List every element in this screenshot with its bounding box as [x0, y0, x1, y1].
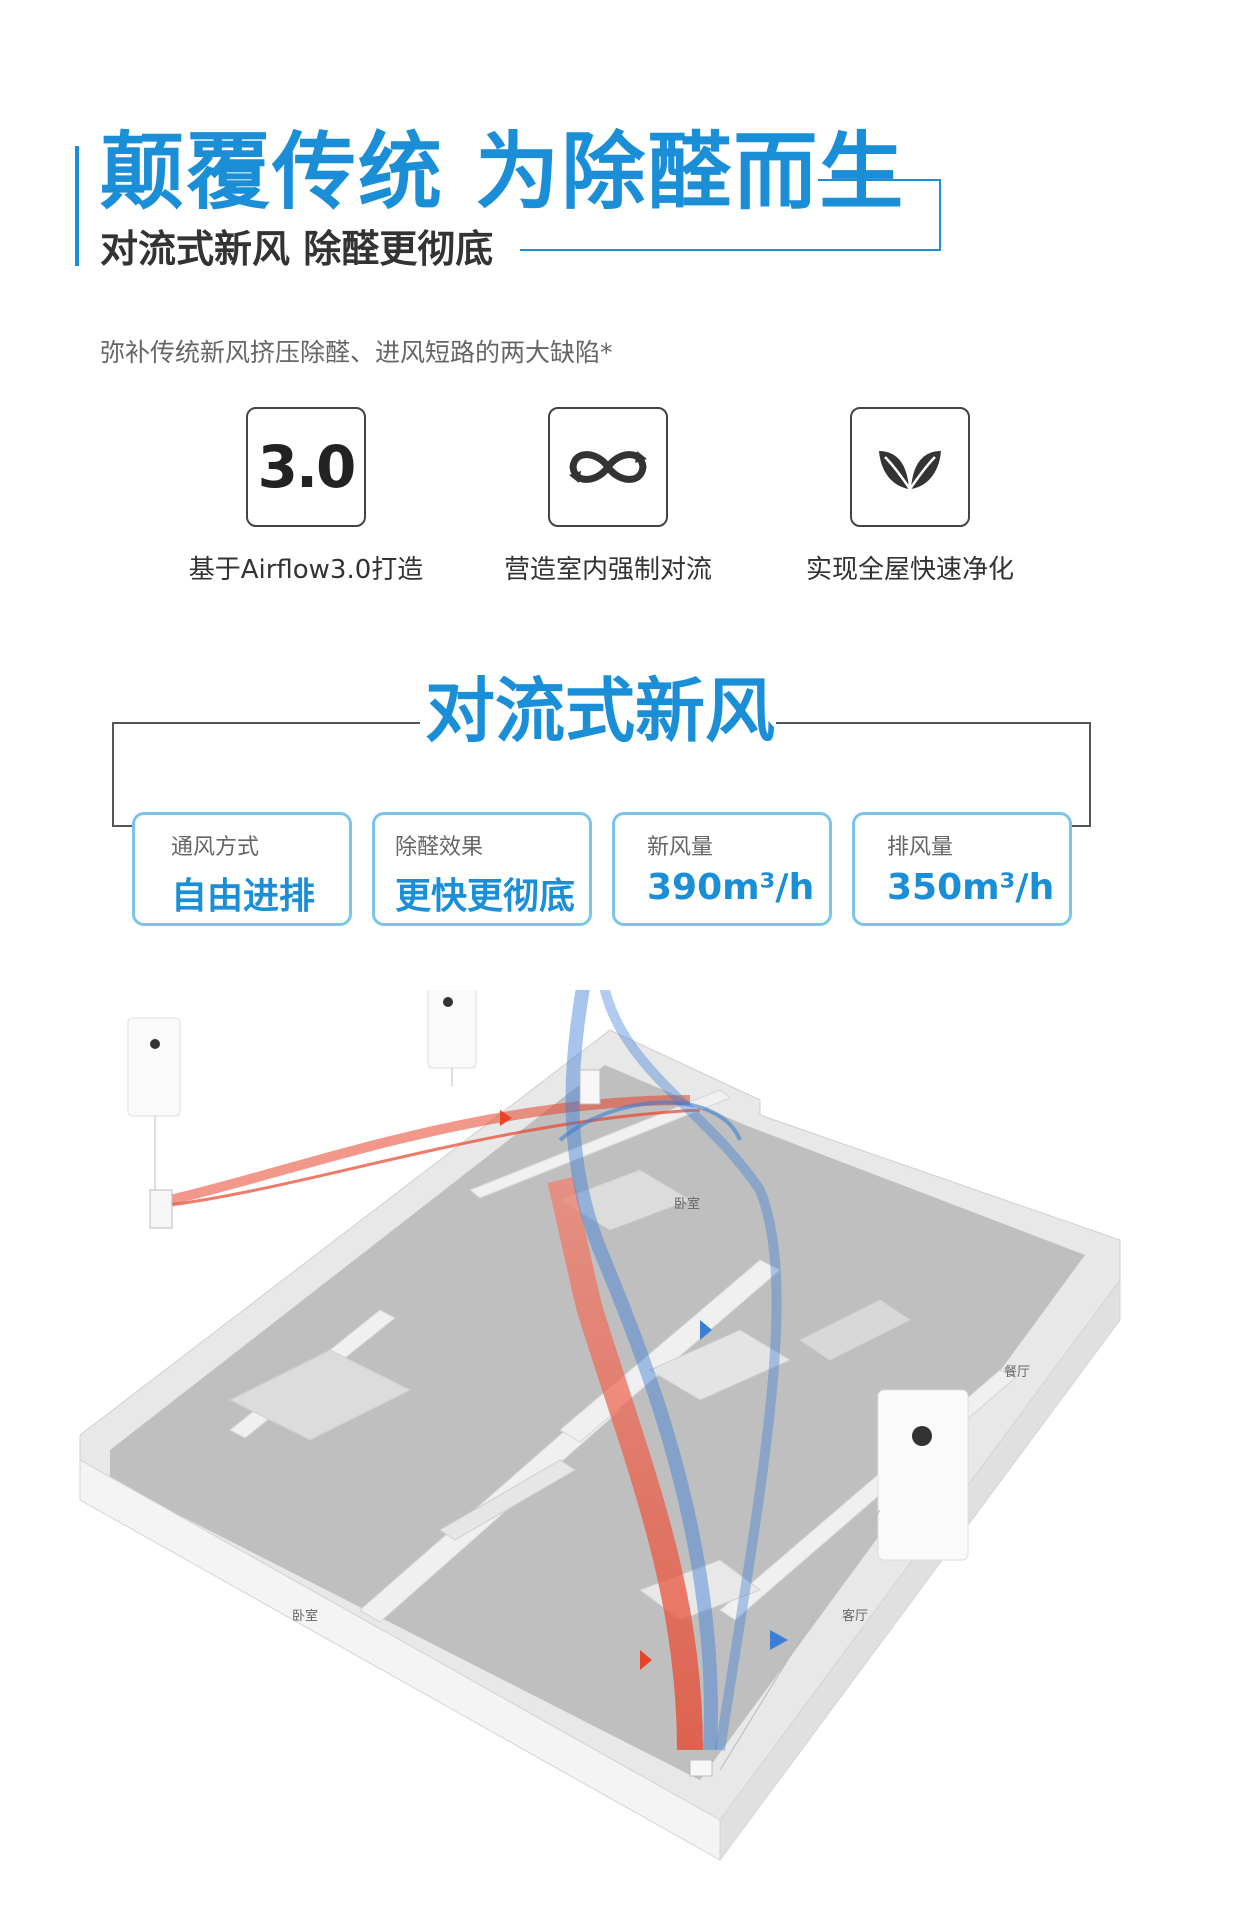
- feature-convection: 营造室内强制对流: [458, 407, 758, 586]
- floorplan-illustration: 卧室 卧室 客厅 餐厅: [79, 990, 1121, 1862]
- leaf-icon: [850, 407, 970, 527]
- purifier-unit: [877, 1389, 969, 1561]
- spec-label: 除醛效果: [395, 835, 484, 860]
- title-accent-bar: [75, 146, 79, 266]
- spec-value: 350m³/h: [887, 867, 1055, 908]
- spec-card-ventilation: 通风方式 自由进排: [132, 812, 352, 926]
- spec-card-effect: 除醛效果 更快更彻底: [372, 812, 592, 926]
- airflow-3-badge-icon: 3.0: [246, 407, 366, 527]
- spec-value: 自由进排: [171, 876, 316, 917]
- section-title: 对流式新风: [425, 670, 775, 752]
- room-label: 客厅: [842, 1608, 868, 1624]
- room-label: 卧室: [674, 1196, 700, 1212]
- page-title: 颠覆传统 为除醛而生: [100, 123, 906, 221]
- spec-value: 更快更彻底: [395, 876, 576, 917]
- title-frame-lines: [520, 179, 941, 251]
- spec-label: 新风量: [647, 835, 714, 860]
- page-subtitle: 对流式新风 除醛更彻底: [100, 227, 494, 271]
- spec-label: 通风方式: [171, 835, 260, 860]
- room-label: 餐厅: [1004, 1364, 1030, 1380]
- spec-value: 390m³/h: [647, 867, 815, 908]
- convection-loop-icon: [548, 407, 668, 527]
- spec-card-exhaust: 排风量 350m³/h: [852, 812, 1072, 926]
- feature-caption: 基于Airflow3.0打造: [188, 555, 424, 585]
- feature-purify: 实现全屋快速净化: [760, 407, 1060, 586]
- room-label: 卧室: [292, 1608, 318, 1624]
- feature-caption: 营造室内强制对流: [503, 555, 712, 585]
- purifier-unit: [127, 1017, 181, 1117]
- section-frame-lines: [112, 722, 1091, 827]
- feature-caption: 实现全屋快速净化: [805, 555, 1014, 585]
- spec-card-fresh-air: 新风量 390m³/h: [612, 812, 832, 926]
- spec-label: 排风量: [887, 835, 954, 860]
- intro-text: 弥补传统新风挤压除醛、进风短路的两大缺陷*: [100, 338, 613, 367]
- feature-airflow: 3.0 基于Airflow3.0打造: [156, 407, 456, 586]
